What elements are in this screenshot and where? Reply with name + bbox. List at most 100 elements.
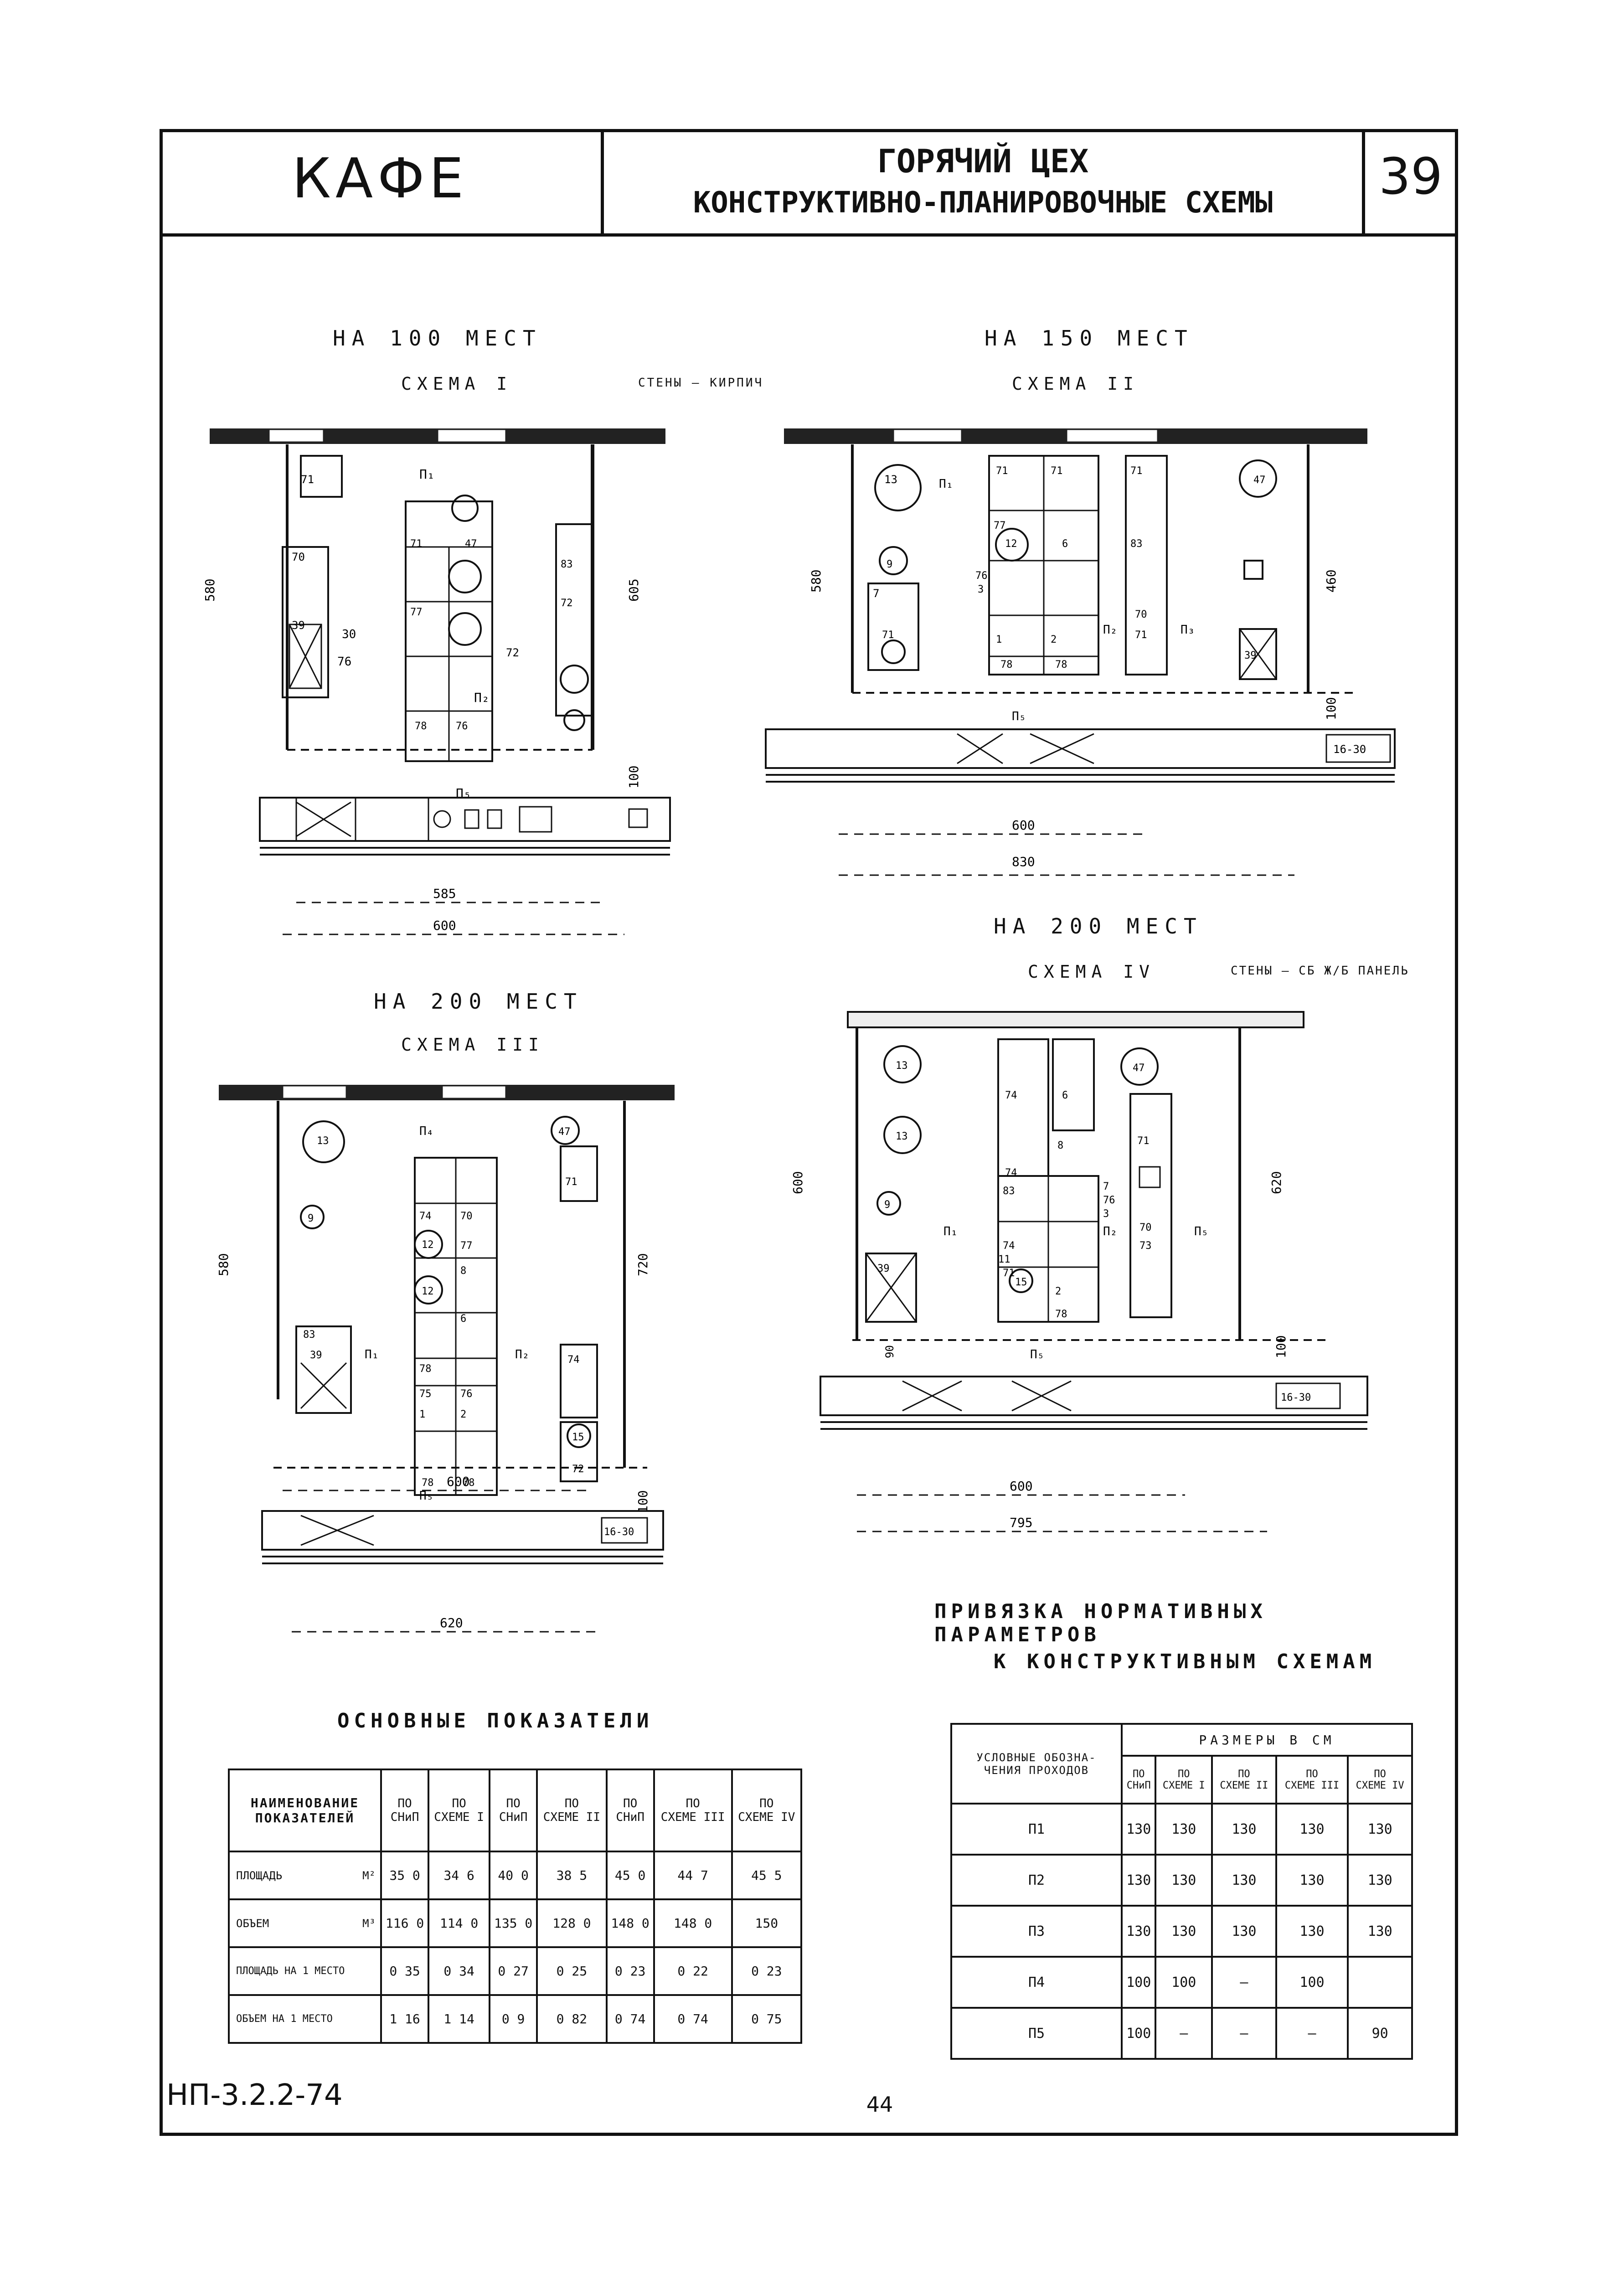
table-row: П3 130 130 130 130 130 <box>950 1905 1413 1958</box>
svg-text:13: 13 <box>896 1060 908 1072</box>
scheme-4-outer-dim: 795 <box>1010 1515 1033 1530</box>
svg-text:71: 71 <box>1003 1268 1015 1279</box>
scheme-2-inner-dim: 600 <box>1012 818 1035 833</box>
svg-text:3: 3 <box>1103 1208 1109 1220</box>
page-subtitle: КОНСТРУКТИВНО-ПЛАНИРОВОЧНЫЕ СХЕМЫ <box>693 186 1273 220</box>
svg-text:12: 12 <box>422 1239 434 1251</box>
params-title-line-2: К КОНСТРУКТИВНЫМ СХЕМАМ <box>994 1650 1377 1673</box>
svg-text:71: 71 <box>301 473 314 486</box>
svg-text:75: 75 <box>419 1388 432 1400</box>
scheme-2-bottom-dim: 100 <box>1324 697 1339 720</box>
svg-text:47: 47 <box>1253 474 1266 486</box>
scheme-4-unit-label: 16-30 <box>1281 1392 1311 1403</box>
svg-text:72: 72 <box>506 646 519 659</box>
scheme-2-outer-dim: 830 <box>1012 854 1035 869</box>
svg-text:47: 47 <box>465 538 477 550</box>
table-row: П5 100 – – – 90 <box>950 2007 1413 2060</box>
scheme-2-heading: НА 150 МЕСТ <box>985 326 1194 351</box>
svg-text:74: 74 <box>567 1354 580 1366</box>
scheme-2-side-dim: 460 <box>1324 569 1339 593</box>
scheme-3-bottom-dim: 100 <box>635 1490 650 1513</box>
svg-text:77: 77 <box>410 607 423 618</box>
svg-text:70: 70 <box>1135 609 1147 620</box>
svg-text:П₁: П₁ <box>939 477 953 491</box>
scheme-4-walls-note: СТЕНЫ — СБ Ж/Б ПАНЕЛЬ <box>1231 964 1409 978</box>
svg-text:71: 71 <box>1135 629 1147 641</box>
scheme-3-depth-dim: 580 <box>216 1253 231 1276</box>
svg-text:2: 2 <box>1055 1286 1061 1297</box>
svg-text:П₂: П₂ <box>515 1348 529 1361</box>
scheme-3-inner-dim: 600 <box>447 1474 470 1489</box>
svg-text:78: 78 <box>1055 659 1067 670</box>
svg-text:74: 74 <box>1003 1240 1015 1252</box>
svg-text:13: 13 <box>884 473 897 486</box>
svg-text:13: 13 <box>896 1131 908 1142</box>
table-row: ПЛОЩАДЬ НА 1 МЕСТО 0 35 0 34 0 27 0 25 0… <box>228 1946 803 1996</box>
svg-text:П₂: П₂ <box>1103 1225 1117 1238</box>
svg-text:1: 1 <box>419 1409 425 1420</box>
svg-text:39: 39 <box>1244 650 1257 661</box>
scheme-2-label: СХЕМА II <box>1012 374 1139 394</box>
svg-text:15: 15 <box>1015 1277 1027 1288</box>
svg-text:П₅: П₅ <box>1030 1348 1044 1361</box>
table-row: ОБЪЕМ М³ 116 0 114 0 135 0 128 0 148 0 1… <box>228 1898 803 1948</box>
svg-text:12: 12 <box>1005 538 1017 550</box>
svg-text:12: 12 <box>422 1286 434 1297</box>
svg-text:2: 2 <box>1051 634 1057 645</box>
svg-text:П₅: П₅ <box>419 1489 433 1503</box>
svg-text:70: 70 <box>292 551 305 563</box>
title-divider-2 <box>1362 129 1365 237</box>
scheme-1-inner-dim: 585 <box>433 886 456 901</box>
svg-text:76: 76 <box>460 1388 473 1400</box>
scheme-4-plan: 13 13 9 39 74 6 47 8 74 83 7 76 3 71 70 … <box>790 1011 1368 1532</box>
svg-text:71: 71 <box>1130 465 1143 477</box>
svg-text:72: 72 <box>561 598 573 609</box>
svg-text:71: 71 <box>565 1176 577 1188</box>
scheme-4-wall <box>847 1011 1304 1028</box>
svg-text:П₄: П₄ <box>419 1124 433 1138</box>
svg-text:2: 2 <box>460 1409 466 1420</box>
scheme-1-outer-dim: 600 <box>433 918 456 933</box>
svg-text:76: 76 <box>1103 1195 1115 1206</box>
svg-text:78: 78 <box>1055 1309 1067 1320</box>
svg-text:73: 73 <box>1139 1240 1152 1252</box>
scheme-4-bottom-dim: 100 <box>1273 1335 1289 1358</box>
params-group-header: РАЗМЕРЫ В СМ <box>1121 1723 1413 1757</box>
title-block: КАФЕ ГОРЯЧИЙ ЦЕХ КОНСТРУКТИВНО-ПЛАНИРОВО… <box>160 129 1458 237</box>
svg-text:72: 72 <box>572 1464 584 1475</box>
table-row: П1 130 130 130 130 130 <box>950 1803 1413 1856</box>
sheet-frame <box>160 129 1458 2136</box>
svg-text:78: 78 <box>1000 659 1013 670</box>
svg-text:78: 78 <box>422 1477 434 1489</box>
page-number: 44 <box>866 2092 893 2117</box>
svg-text:П₅: П₅ <box>456 786 471 801</box>
svg-text:11: 11 <box>998 1254 1010 1265</box>
svg-text:71: 71 <box>882 629 894 641</box>
scheme-4-label: СХЕМА IV <box>1028 962 1155 982</box>
scheme-2-plan: 13 9 7 71 П₁ 71 71 77 12 6 76 3 1 2 78 7… <box>765 428 1396 876</box>
svg-text:77: 77 <box>460 1240 473 1252</box>
scheme-1-walls-note: СТЕНЫ — КИРПИЧ <box>638 376 764 390</box>
table-row: ОБЪЕМ НА 1 МЕСТО 1 16 1 14 0 9 0 82 0 74… <box>228 1994 803 2044</box>
page-title: ГОРЯЧИЙ ЦЕХ <box>877 143 1089 180</box>
scheme-4-inner-dim: 600 <box>1010 1479 1033 1494</box>
svg-text:П₃: П₃ <box>1181 623 1195 637</box>
svg-text:47: 47 <box>1133 1062 1145 1074</box>
svg-text:П₁: П₁ <box>419 467 435 482</box>
svg-text:П₁: П₁ <box>943 1225 958 1238</box>
svg-text:П₅: П₅ <box>1012 710 1026 723</box>
svg-text:8: 8 <box>460 1265 466 1277</box>
svg-text:39: 39 <box>310 1350 322 1361</box>
svg-text:76: 76 <box>975 570 988 582</box>
svg-text:7: 7 <box>1103 1181 1109 1192</box>
svg-text:8: 8 <box>1057 1140 1063 1151</box>
svg-text:74: 74 <box>1005 1167 1017 1179</box>
sheet-number: 39 <box>1379 147 1443 206</box>
table-row: П4 100 100 – 100 <box>950 1956 1413 2009</box>
scheme-3-side-dim: 720 <box>635 1253 650 1276</box>
